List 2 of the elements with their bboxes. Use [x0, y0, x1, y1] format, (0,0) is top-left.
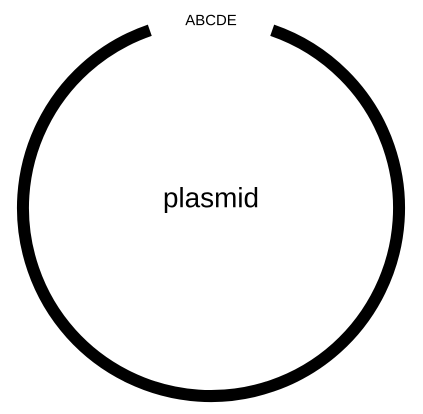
- insert-label: ABCDE: [185, 14, 236, 26]
- plasmid-ring: plasmid: [17, 24, 405, 402]
